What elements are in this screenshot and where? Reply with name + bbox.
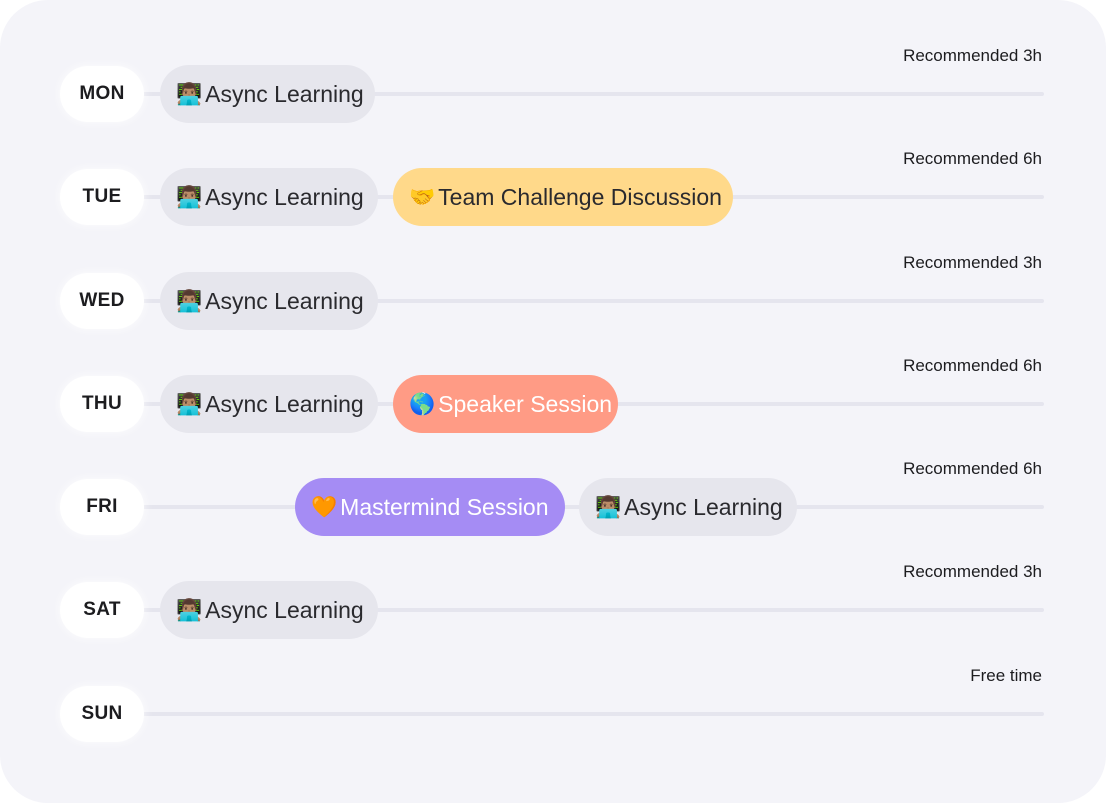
async-learning-pill[interactable]: 👨🏽‍💻 Async Learning	[579, 478, 797, 536]
pill-label: Team Challenge Discussion	[438, 183, 722, 210]
day-row-mon: MON 👨🏽‍💻 Async Learning Recommended 3h	[0, 46, 1106, 125]
pill-label: Mastermind Session	[340, 493, 549, 520]
pill-label: Async Learning	[205, 390, 364, 417]
free-time-note: Free time	[970, 666, 1042, 685]
timeline-track	[140, 299, 1044, 303]
technologist-icon: 👨🏽‍💻	[595, 494, 622, 519]
team-challenge-pill[interactable]: 🤝 Team Challenge Discussion	[393, 168, 733, 226]
pill-label: Async Learning	[205, 287, 364, 314]
timeline-track	[140, 92, 1044, 96]
day-label: WED	[60, 273, 144, 329]
day-row-fri: FRI 🧡 Mastermind Session 👨🏽‍💻 Async Lear…	[0, 459, 1106, 538]
pill-label: Async Learning	[624, 493, 783, 520]
mastermind-session-pill[interactable]: 🧡 Mastermind Session	[295, 478, 565, 536]
recommended-hours: Recommended 3h	[903, 46, 1042, 65]
technologist-icon: 👨🏽‍💻	[176, 288, 203, 313]
day-label: MON	[60, 66, 144, 122]
technologist-icon: 👨🏽‍💻	[176, 184, 203, 209]
day-label: SAT	[60, 582, 144, 638]
globe-icon: 🌎	[409, 391, 436, 416]
pill-label: Speaker Session	[438, 390, 613, 417]
recommended-hours: Recommended 3h	[903, 562, 1042, 581]
recommended-hours: Recommended 6h	[903, 459, 1042, 478]
speaker-session-pill[interactable]: 🌎 Speaker Session	[393, 375, 618, 433]
technologist-icon: 👨🏽‍💻	[176, 391, 203, 416]
day-label: THU	[60, 376, 144, 432]
day-row-wed: WED 👨🏽‍💻 Async Learning Recommended 3h	[0, 253, 1106, 332]
day-label: TUE	[60, 169, 144, 225]
async-learning-pill[interactable]: 👨🏽‍💻 Async Learning	[160, 272, 378, 330]
day-row-sat: SAT 👨🏽‍💻 Async Learning Recommended 3h	[0, 562, 1106, 641]
recommended-hours: Recommended 6h	[903, 149, 1042, 168]
pill-label: Async Learning	[205, 183, 364, 210]
day-row-tue: TUE 👨🏽‍💻 Async Learning 🤝 Team Challenge…	[0, 149, 1106, 228]
pill-label: Async Learning	[205, 596, 364, 623]
timeline-track	[140, 712, 1044, 716]
async-learning-pill[interactable]: 👨🏽‍💻 Async Learning	[160, 375, 378, 433]
orange-heart-icon: 🧡	[311, 494, 338, 519]
recommended-hours: Recommended 6h	[903, 356, 1042, 375]
async-learning-pill[interactable]: 👨🏽‍💻 Async Learning	[160, 581, 378, 639]
technologist-icon: 👨🏽‍💻	[176, 81, 203, 106]
recommended-hours: Recommended 3h	[903, 253, 1042, 272]
pill-label: Async Learning	[205, 80, 364, 107]
handshake-icon: 🤝	[409, 184, 436, 209]
timeline-track	[140, 608, 1044, 612]
day-label: SUN	[60, 686, 144, 742]
day-row-thu: THU 👨🏽‍💻 Async Learning 🌎 Speaker Sessio…	[0, 356, 1106, 435]
async-learning-pill[interactable]: 👨🏽‍💻 Async Learning	[160, 65, 375, 123]
technologist-icon: 👨🏽‍💻	[176, 597, 203, 622]
day-row-sun: SUN Free time	[0, 666, 1106, 745]
day-label: FRI	[60, 479, 144, 535]
async-learning-pill[interactable]: 👨🏽‍💻 Async Learning	[160, 168, 378, 226]
